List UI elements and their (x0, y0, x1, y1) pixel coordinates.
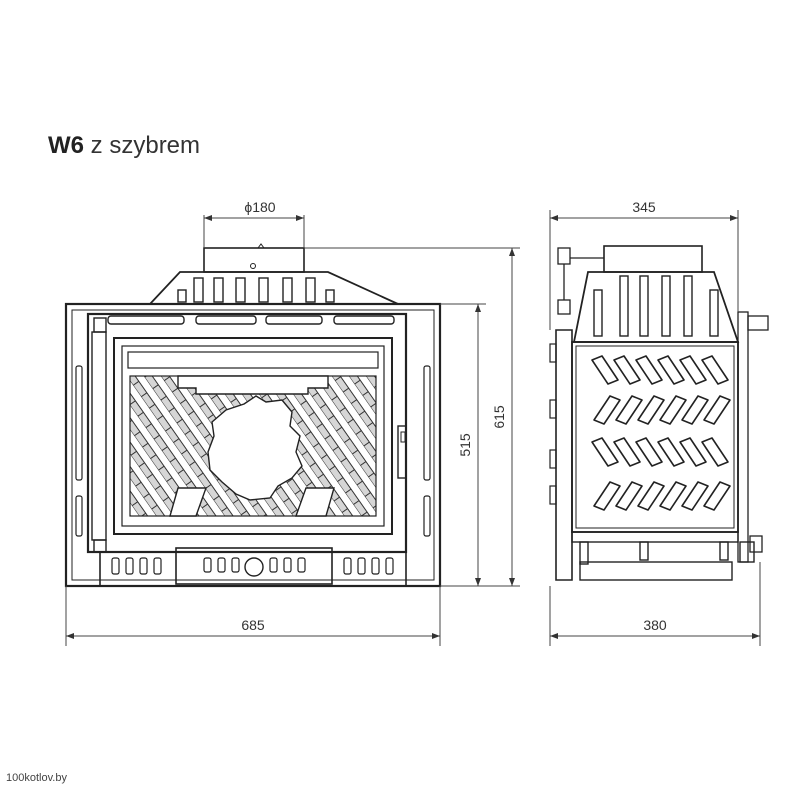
dim-flue-diameter: ϕ180 (244, 199, 275, 215)
air-regulator-knob (244, 557, 264, 577)
door-handle (397, 425, 407, 479)
model-subtitle: z szybrem (90, 132, 201, 159)
ash-door (175, 547, 333, 585)
side-base (571, 531, 755, 581)
dim-front-height-inner: 515 (457, 433, 473, 457)
baffle-bracket (177, 375, 329, 395)
air-vents (111, 557, 394, 575)
dim-side-depth-top: 345 (632, 199, 656, 215)
side-flue-collar (603, 245, 703, 273)
door-glass-frame (113, 337, 393, 535)
front-dimensions (65, 215, 520, 646)
watermark: 100kotlov.by (6, 772, 67, 784)
dim-front-width: 685 (241, 617, 265, 633)
diagram-title: W6 z szybrem (48, 132, 200, 160)
front-hood (147, 271, 399, 305)
hood-ribs (177, 277, 335, 303)
front-view (64, 243, 442, 588)
ash-base (99, 551, 407, 587)
side-dimensions (549, 210, 761, 646)
hinge-bottom (93, 539, 107, 553)
dim-side-depth-bottom: 380 (643, 617, 667, 633)
dim-front-height-total: 615 (491, 405, 507, 429)
flame-opening (207, 395, 303, 501)
damper-lever (557, 247, 604, 315)
side-hood-ribs (593, 275, 719, 337)
model-name: W6 (48, 132, 84, 159)
side-view (549, 245, 769, 581)
side-heat-fins (591, 355, 731, 511)
hinge-top (93, 317, 107, 333)
